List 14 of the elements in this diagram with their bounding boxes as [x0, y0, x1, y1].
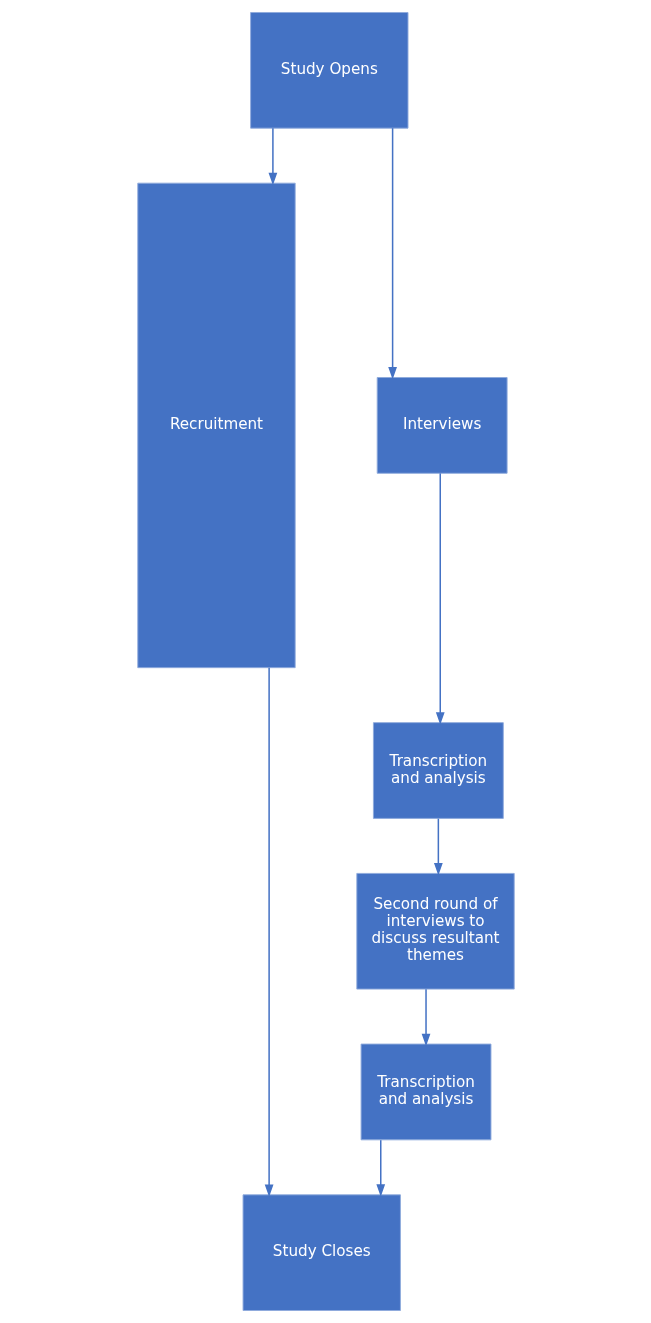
- arrow: [264, 667, 273, 1198]
- node-box: Second round of interviews to discuss resultant themes: [355, 872, 515, 990]
- node-box: Study Opens: [249, 12, 408, 129]
- node-box: Recruitment: [136, 182, 296, 669]
- arrow: [435, 472, 445, 725]
- arrow: [421, 988, 430, 1047]
- arrow: [375, 1139, 385, 1197]
- node-box: Transcription and analysis: [360, 1043, 491, 1141]
- arrow: [433, 818, 443, 876]
- node-box: Transcription and analysis: [372, 722, 504, 819]
- arrow: [268, 127, 277, 186]
- node-box: Interviews: [376, 377, 508, 474]
- arrow: [387, 127, 397, 380]
- node-box: Study Closes: [242, 1194, 401, 1311]
